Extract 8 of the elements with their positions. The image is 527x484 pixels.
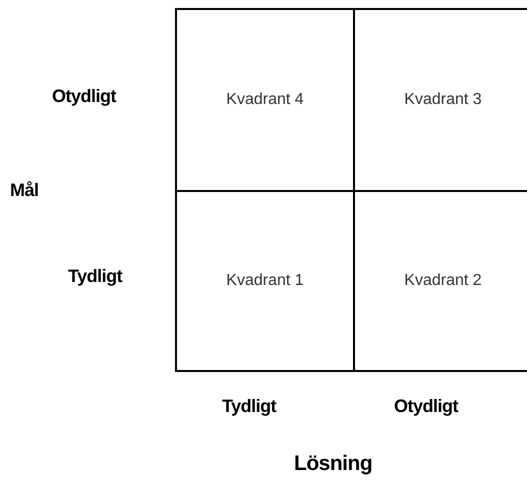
quadrant-cell: Kvadrant 1 (175, 190, 355, 372)
axis-title: Lösning (294, 452, 372, 476)
axis-label: Otydligt (52, 86, 116, 107)
axis-label: Tydligt (68, 266, 122, 287)
axis-label: Tydligt (222, 396, 276, 417)
quadrant-cell: Kvadrant 4 (175, 8, 355, 192)
axis-label: Otydligt (394, 396, 458, 417)
axis-title: Mål (10, 180, 39, 201)
